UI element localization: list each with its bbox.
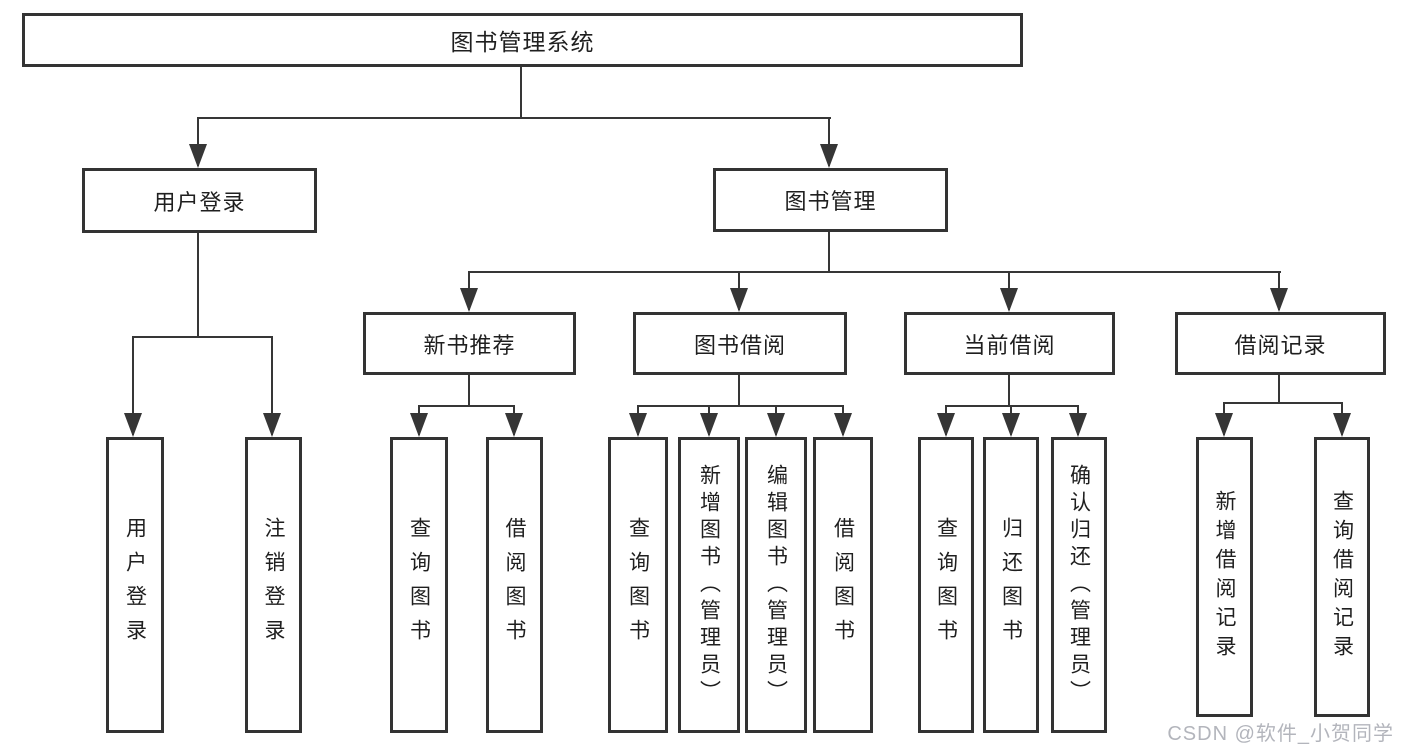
arrowhead-icon: [263, 413, 281, 437]
arrowhead-icon: [410, 413, 428, 437]
arrowhead-icon: [1215, 413, 1233, 437]
connector-bus: [638, 405, 844, 407]
connector-level2-bus: [198, 117, 831, 119]
connector-drop: [271, 336, 273, 435]
arrowhead-icon: [937, 413, 955, 437]
leaf-query-borrow-record: 查询借阅记录: [1314, 437, 1370, 717]
connector-root-stem: [520, 67, 522, 118]
csdn-watermark: CSDN @软件_小贺同学: [1167, 723, 1394, 745]
arrowhead-icon: [834, 413, 852, 437]
connector-level3-bus: [469, 271, 1281, 273]
node-book-borrowing: 图书借阅: [633, 312, 847, 375]
leaf-query-books-borrow: 查询图书: [608, 437, 668, 733]
node-new-book-recommendation: 新书推荐: [363, 312, 576, 375]
arrowhead-icon: [505, 413, 523, 437]
arrowhead-icon: [1333, 413, 1351, 437]
arrowhead-icon: [189, 144, 207, 168]
leaf-label: 查询图书: [407, 517, 431, 653]
connector-drop: [132, 336, 134, 435]
arrowhead-icon: [1069, 413, 1087, 437]
arrowhead-icon: [767, 413, 785, 437]
connector-bus: [1224, 402, 1343, 404]
connector-book-management-drop: [828, 117, 830, 166]
arrowhead-icon: [460, 288, 478, 312]
node-current-borrowing: 当前借阅: [904, 312, 1115, 375]
arrowhead-icon: [1000, 288, 1018, 312]
connector-stem: [738, 375, 740, 406]
leaf-label: 新增图书（管理员）: [697, 463, 721, 707]
leaf-borrow-books-recommend: 借阅图书: [486, 437, 543, 733]
connector-user-login-bus: [133, 336, 273, 338]
arrowhead-icon: [730, 288, 748, 312]
leaf-query-books-recommend: 查询图书: [390, 437, 448, 733]
leaf-label: 用户登录: [123, 517, 147, 653]
connector-stem: [1008, 375, 1010, 406]
node-library-management-system: 图书管理系统: [22, 13, 1023, 67]
leaf-label: 编辑图书（管理员）: [764, 463, 788, 707]
leaf-edit-books-admin: 编辑图书（管理员）: [745, 437, 807, 733]
leaf-label: 归还图书: [999, 517, 1023, 653]
leaf-label: 查询图书: [934, 517, 958, 653]
connector-bus: [946, 405, 1079, 407]
leaf-confirm-return-admin: 确认归还（管理员）: [1051, 437, 1107, 733]
arrowhead-icon: [629, 413, 647, 437]
leaf-label: 借阅图书: [831, 517, 855, 653]
arrowhead-icon: [1002, 413, 1020, 437]
leaf-add-borrow-record: 新增借阅记录: [1196, 437, 1253, 717]
leaf-logout: 注销登录: [245, 437, 302, 733]
node-borrowing-records: 借阅记录: [1175, 312, 1386, 375]
leaf-label: 注销登录: [262, 517, 285, 653]
leaf-borrow-books: 借阅图书: [813, 437, 873, 733]
leaf-label: 借阅图书: [503, 517, 526, 653]
leaf-return-books: 归还图书: [983, 437, 1039, 733]
connector-bus: [419, 405, 515, 407]
node-book-management: 图书管理: [713, 168, 948, 232]
leaf-query-books-current: 查询图书: [918, 437, 974, 733]
connector-book-management-stem: [828, 232, 830, 273]
arrowhead-icon: [820, 144, 838, 168]
leaf-add-books-admin: 新增图书（管理员）: [678, 437, 740, 733]
leaf-label: 确认归还（管理员）: [1067, 463, 1091, 707]
leaf-label: 查询借阅记录: [1330, 490, 1354, 664]
connector-stem: [1278, 375, 1280, 403]
node-user-login: 用户登录: [82, 168, 317, 233]
connector-user-login-drop: [197, 117, 199, 166]
arrowhead-icon: [700, 413, 718, 437]
leaf-user-login: 用户登录: [106, 437, 164, 733]
arrowhead-icon: [124, 413, 142, 437]
connector-user-login-stem: [197, 233, 199, 337]
leaf-label: 新增借阅记录: [1213, 490, 1236, 664]
arrowhead-icon: [1270, 288, 1288, 312]
connector-stem: [468, 375, 470, 406]
leaf-label: 查询图书: [626, 517, 650, 653]
